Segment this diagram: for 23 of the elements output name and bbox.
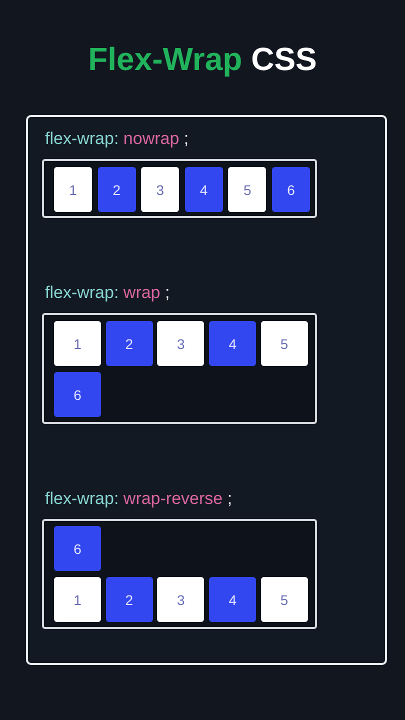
- flex-item: 2: [98, 167, 136, 212]
- flex-item: 6: [54, 372, 101, 417]
- flex-item: 1: [54, 577, 101, 622]
- title: Flex-Wrap CSS: [87, 40, 318, 79]
- card-panel: [26, 115, 387, 665]
- flex-item: 1: [54, 321, 101, 366]
- flex-item: 3: [157, 321, 204, 366]
- css-declaration: flex-wrap: wrap ;: [45, 282, 170, 304]
- flex-item: 3: [157, 577, 204, 622]
- flex-item: 6: [272, 167, 310, 212]
- flex-item: 5: [260, 321, 308, 366]
- css-declaration: flex-wrap: nowrap ;: [45, 128, 189, 150]
- flex-item: 2: [106, 321, 153, 366]
- flex-item: 6: [54, 526, 101, 571]
- flex-item: 5: [228, 167, 266, 212]
- flex-item: 4: [209, 577, 256, 622]
- flex-item: 1: [54, 167, 92, 212]
- flex-item: 4: [209, 321, 256, 366]
- flex-item: 5: [260, 577, 308, 622]
- css-declaration: flex-wrap: wrap-reverse ;: [45, 488, 232, 510]
- flex-item: 2: [106, 577, 153, 622]
- flex-item: 3: [141, 167, 180, 212]
- flex-item: 4: [184, 167, 223, 212]
